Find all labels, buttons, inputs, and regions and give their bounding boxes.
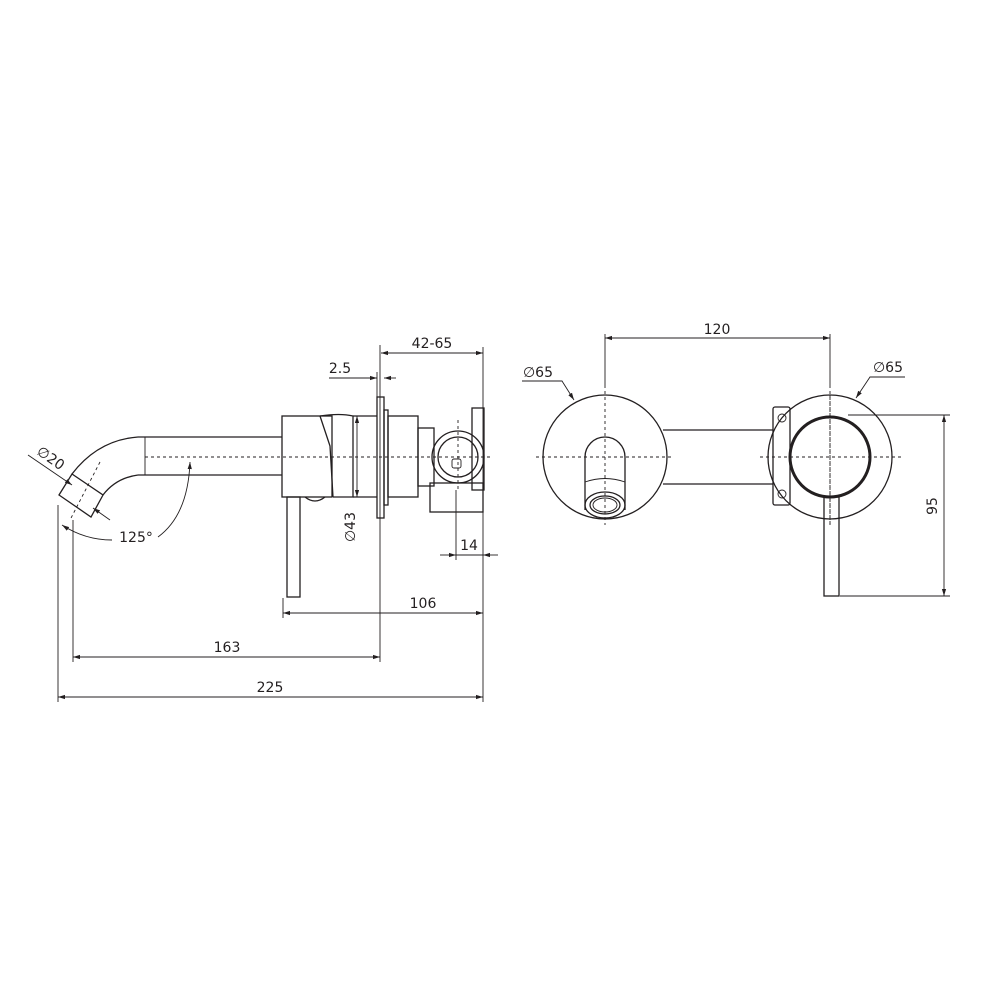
dimension-label: 125° (119, 530, 153, 546)
dimension-95: 95 (840, 414, 950, 597)
dimension-label: 42-65 (412, 336, 453, 352)
dimension-225: 225 (58, 680, 483, 700)
dimension-diameter-65-right: ∅65 (855, 360, 905, 399)
extension-lines (57, 345, 484, 702)
dimension-label: ∅43 (343, 512, 359, 542)
spout (58, 436, 282, 521)
dimension-label: 2.5 (329, 361, 351, 377)
front-view: 120 ∅65 ∅65 95 (522, 322, 950, 597)
dimension-163: 163 (73, 640, 380, 660)
dimension-angle-125: 125° (61, 461, 192, 546)
dimension-label: 14 (460, 538, 478, 554)
dimension-label: 225 (257, 680, 284, 696)
dimension-label: 95 (925, 497, 941, 515)
dimension-label: ∅65 (523, 365, 553, 381)
dimension-label: ∅20 (33, 444, 67, 474)
spout-front (584, 436, 626, 519)
wall-plate (376, 396, 385, 519)
dimension-14: 14 (440, 538, 498, 558)
dimension-label: 120 (704, 322, 731, 338)
side-view: 225 163 106 42-65 2.5 14 ∅43 (27, 336, 498, 702)
dimension-2-5: 2.5 (329, 361, 396, 397)
mixer-body (281, 396, 485, 598)
dimension-diameter-65-left: ∅65 (522, 365, 575, 401)
dimension-diameter-20: ∅20 (27, 444, 111, 521)
lever-handle-front (823, 496, 840, 597)
dimension-label: 106 (410, 596, 437, 612)
pipe-connector (663, 406, 791, 506)
spout-wall-plate (542, 394, 668, 520)
dimension-106: 106 (283, 596, 483, 616)
dimension-42-65: 42-65 (381, 336, 483, 356)
dimension-label: 163 (214, 640, 241, 656)
dimension-120: 120 (605, 322, 830, 341)
dimension-diameter-43: ∅43 (343, 416, 360, 542)
lever-handle (286, 496, 301, 598)
dimension-label: ∅65 (873, 360, 903, 376)
